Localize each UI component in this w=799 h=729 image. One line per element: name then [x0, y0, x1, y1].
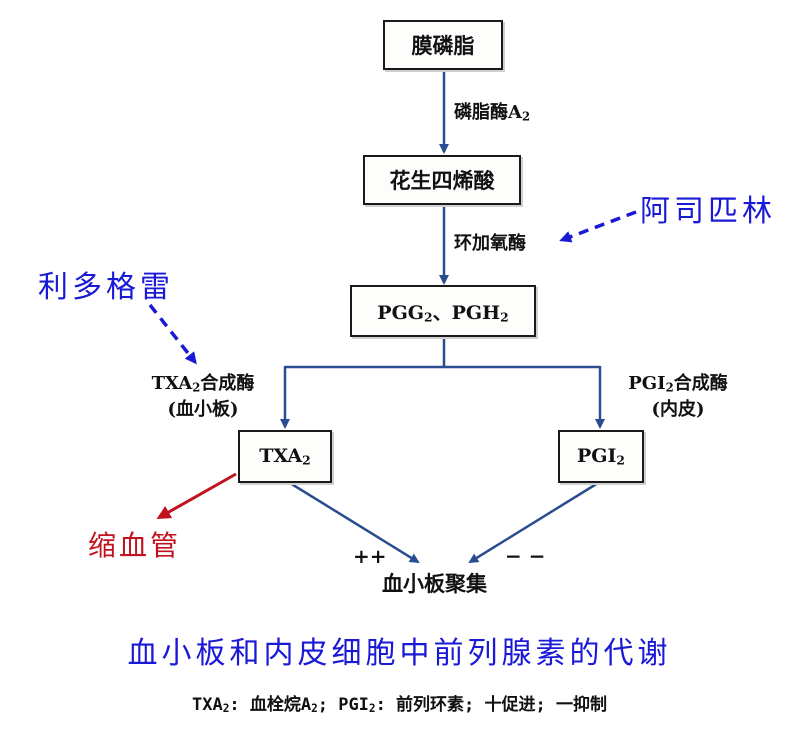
arrow-pgi2-to-aggregation	[468, 481, 599, 564]
node-arachidonic-acid: 花生四烯酸	[363, 155, 521, 205]
node-phospholipid-label: 膜磷脂	[411, 33, 475, 58]
enzyme-pgi2-location: (内皮)	[651, 399, 705, 420]
vasoconstriction-arrow	[156, 472, 237, 519]
enzyme-pgi2-synthase: PGI2合成酶 (内皮)	[613, 369, 743, 421]
inhibit-sign: − −	[505, 544, 546, 568]
drug-aspirin: 阿司匹林	[640, 194, 776, 229]
aspirin-dashed-arrow	[559, 210, 637, 243]
enzyme-pla2: 磷脂酶A2	[454, 102, 531, 124]
node-pgi2-label: PGI2	[577, 445, 625, 468]
node-pgg-pgh: PGG2、PGH2	[350, 285, 536, 337]
drug-ridogrel: 利多格雷	[38, 270, 174, 305]
enzyme-txa2-synthase: TXA2合成酶 (血小板)	[133, 369, 273, 421]
enzyme-cox: 环加氧酶	[454, 233, 526, 254]
diagram-title: 血小板和内皮细胞中前列腺素的代谢	[127, 636, 672, 671]
promote-sign: ++	[353, 544, 387, 568]
node-phospholipid: 膜磷脂	[383, 20, 503, 70]
arrow-txa2-to-aggregation	[289, 481, 420, 564]
ridogrel-dashed-arrow	[148, 303, 197, 365]
effect-vasoconstriction: 缩血管	[88, 529, 182, 562]
node-aggregation: 血小板聚集	[382, 571, 487, 596]
node-pgi2: PGI2	[558, 430, 644, 483]
legend: TXA2: 血栓烷A2; PGI2: 前列环素; 十促进; 一抑制	[191, 695, 607, 716]
node-txa2: TXA2	[238, 430, 332, 483]
enzyme-txa2-location: (血小板)	[167, 399, 239, 420]
node-pgg-pgh-label: PGG2、PGH2	[377, 301, 509, 324]
node-txa2-label: TXA2	[259, 445, 311, 468]
node-arachidonic-acid-label: 花生四烯酸	[389, 168, 495, 193]
